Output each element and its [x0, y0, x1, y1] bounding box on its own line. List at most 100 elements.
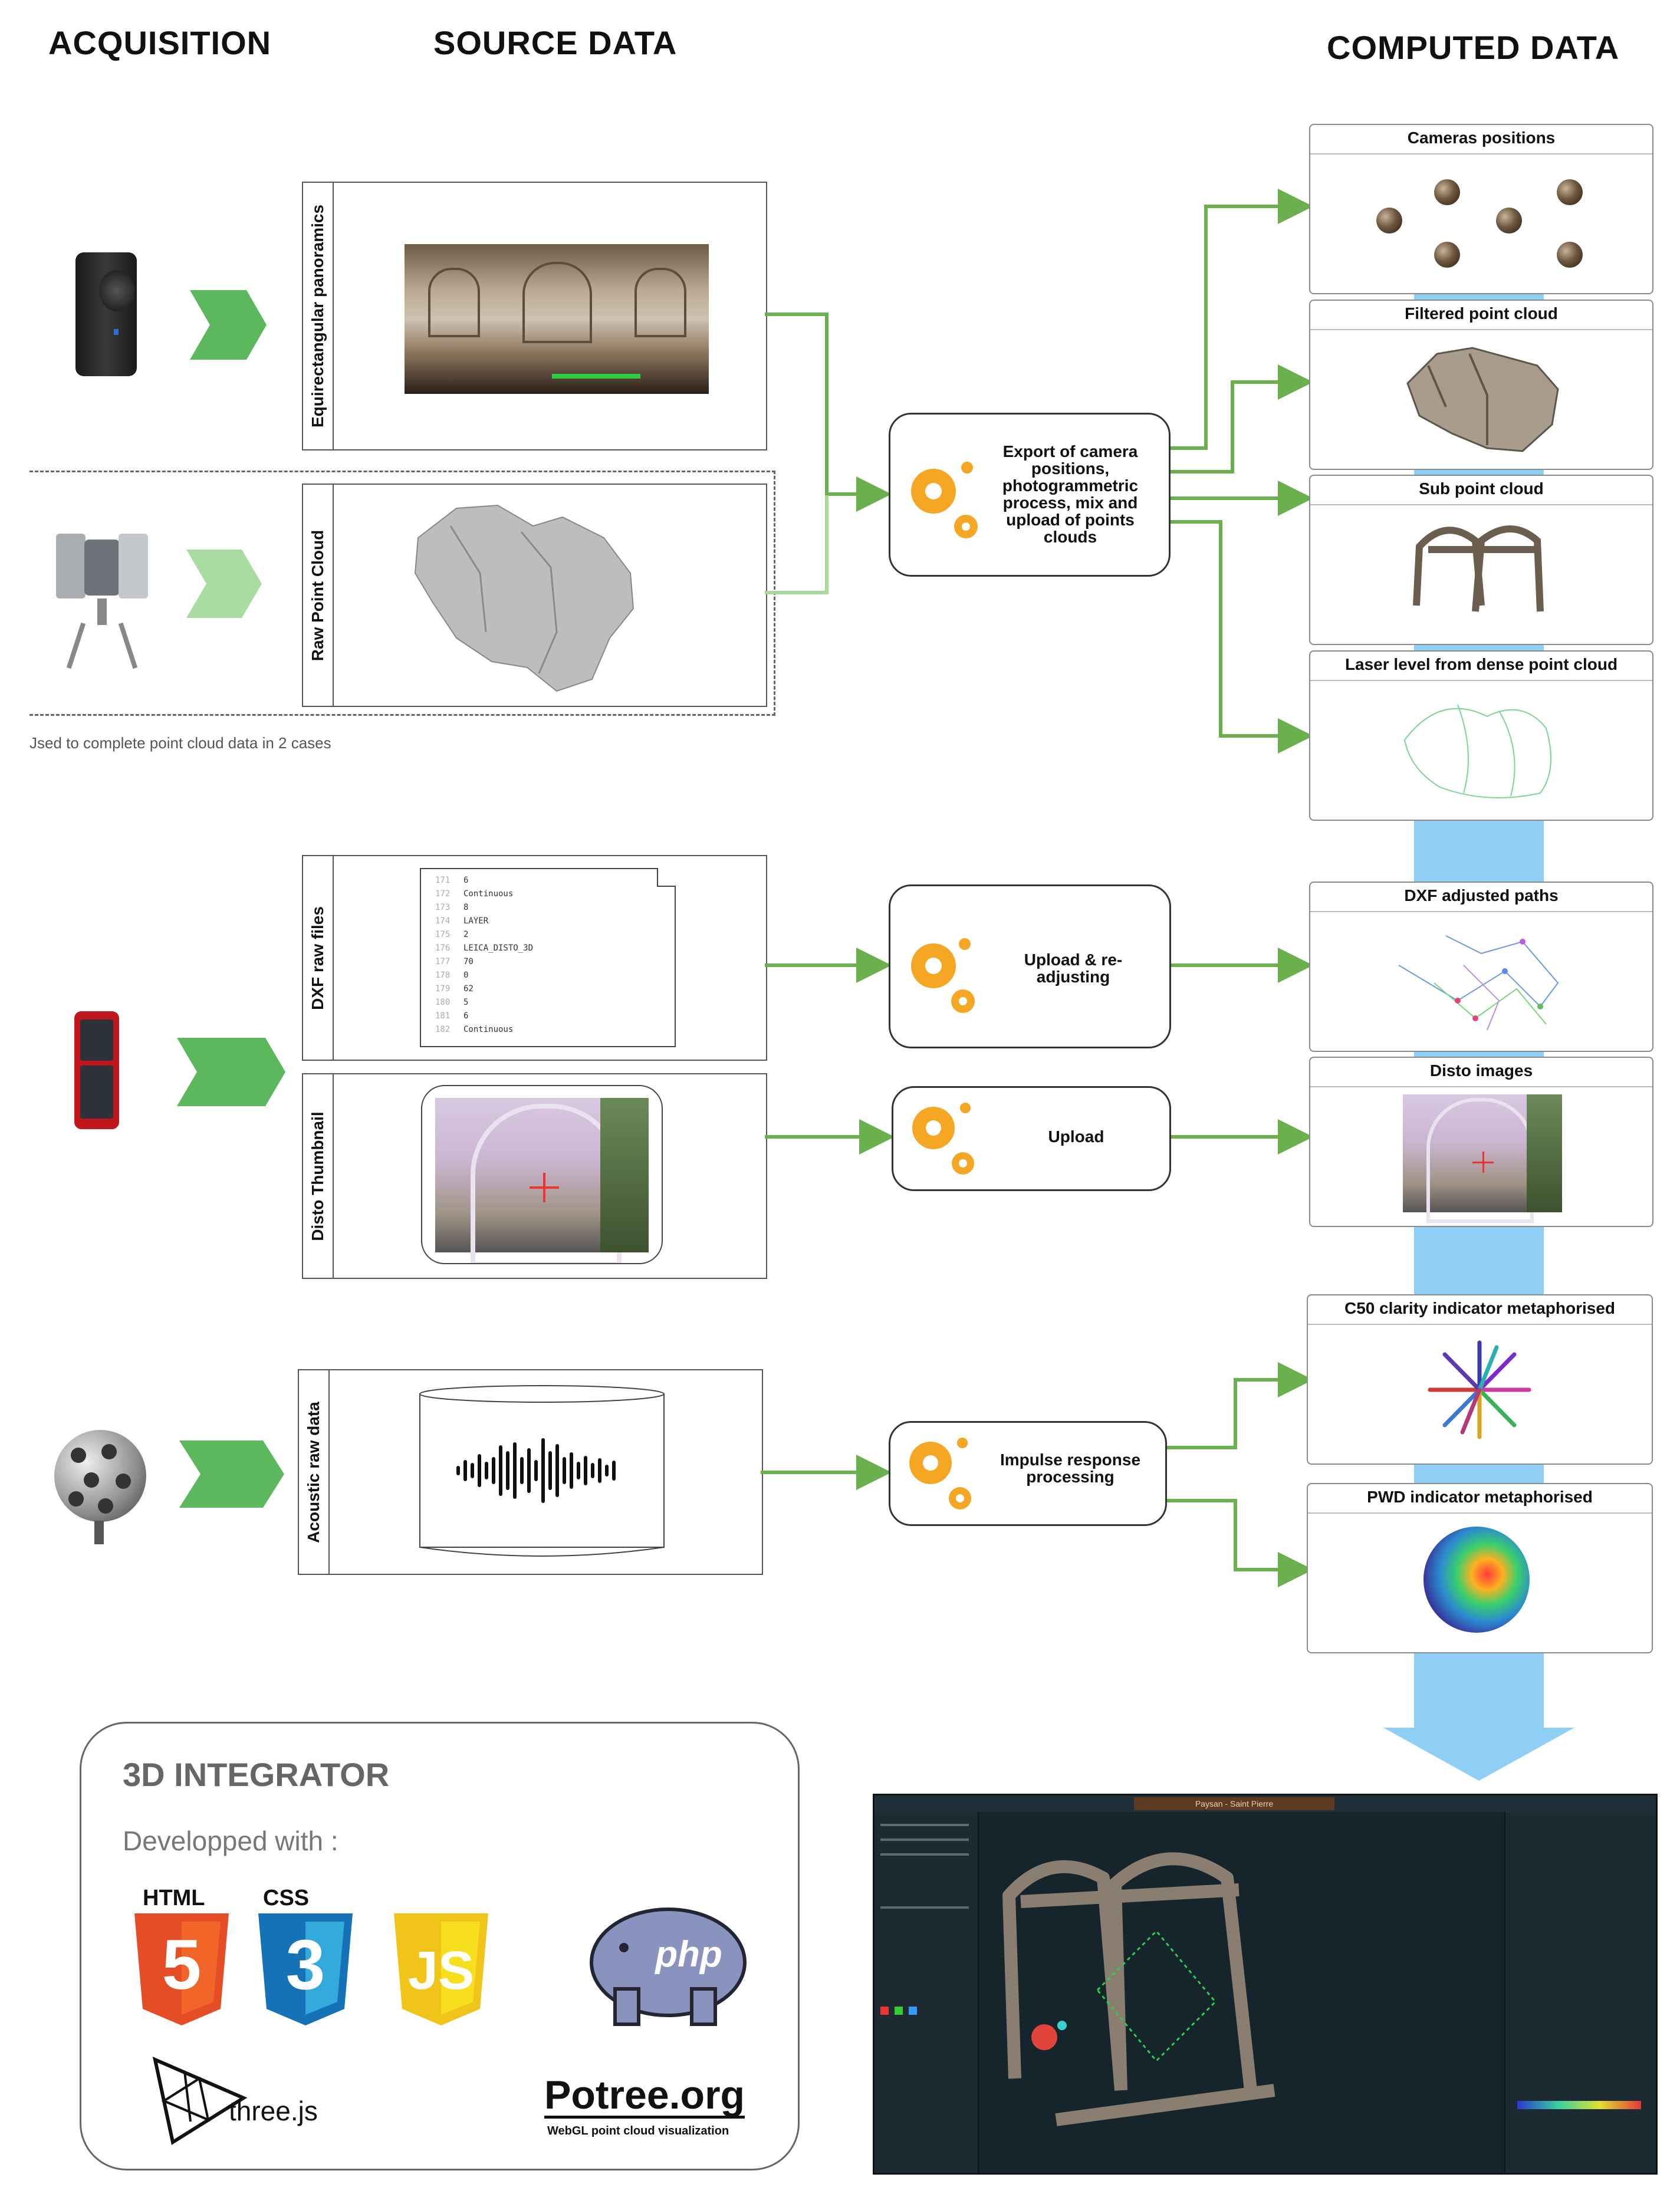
dxf-line-value: 6: [463, 876, 469, 885]
potree-subtitle: WebGL point cloud visualization: [547, 2124, 729, 2137]
potree-viewer-screenshot: Paysan - Saint Pierre: [873, 1794, 1658, 2175]
dxf-line-number: 172: [435, 889, 451, 899]
dxf-line-number: 177: [435, 957, 451, 966]
process-impulse: Impulse response processing: [889, 1421, 1167, 1526]
integrator-title: 3D INTEGRATOR: [123, 1756, 390, 1793]
gears-icon: [909, 1438, 971, 1509]
dxf-line-number: 174: [435, 916, 451, 926]
svg-text:3: 3: [286, 1925, 326, 2004]
viewer-left-sidebar[interactable]: [874, 1812, 979, 2173]
viewer-right-sidebar[interactable]: [1504, 1812, 1656, 2173]
svg-text:5: 5: [162, 1925, 202, 2004]
dxf-line-value: LEICA_DISTO_3D: [463, 943, 534, 953]
process-upload: Upload: [892, 1086, 1171, 1191]
process-export: Export of camera positions, photogrammet…: [889, 413, 1171, 577]
dxf-line-value: 2: [463, 930, 469, 939]
output-dxf-paths: DXF adjusted paths: [1309, 882, 1653, 1052]
dxf-paths-image: [1398, 935, 1559, 1031]
output-pwd-indicator: PWD indicator metaphorised: [1307, 1483, 1653, 1653]
output-title: Filtered point cloud: [1405, 304, 1558, 323]
dxf-line-number: 176: [435, 943, 451, 953]
php-elephant-icon: php: [590, 1908, 747, 2026]
viewer-3d-scene[interactable]: [979, 1813, 1504, 2167]
dxf-line-value: 6: [463, 1011, 469, 1021]
pwd-sphere-image: [1423, 1527, 1530, 1633]
source-box-acoustic: Acoustic raw data: [298, 1369, 763, 1575]
dxf-file-line: 174 LAYER: [435, 915, 533, 928]
output-title: Cameras positions: [1407, 129, 1556, 147]
output-c50-indicator: C50 clarity indicator metaphorised: [1307, 1294, 1653, 1465]
dxf-line-number: 178: [435, 971, 451, 980]
panoramics-label: Equirectangular panoramics: [308, 204, 327, 428]
dxf-line-value: Continuous: [463, 889, 514, 899]
threejs-label: three.js: [229, 2096, 318, 2126]
camera-position-marker: [1434, 179, 1460, 205]
camera-360-icon: [75, 252, 137, 376]
camera-position-marker: [1496, 208, 1522, 234]
acquisition-header: ACQUISITION: [48, 24, 272, 61]
disto-thumbnail-label: Disto Thumbnail: [308, 1111, 327, 1241]
computed-data-header: COMPUTED DATA: [1327, 29, 1620, 66]
dxf-line-number: 181: [435, 1011, 451, 1021]
filtered-cloud-image: [1406, 347, 1559, 452]
integrator-panel: 3D INTEGRATOR Developped with : HTML 5 C…: [80, 1722, 800, 2170]
gears-icon: [911, 462, 978, 538]
disto-thumbnail-image: [421, 1085, 663, 1264]
dxf-file-line: 172 Continuous: [435, 887, 533, 901]
chevron-arrow-panoramics: [190, 290, 267, 360]
process-upload-readjust: Upload & re-adjusting: [889, 884, 1171, 1048]
dxf-raw-label: DXF raw files: [308, 906, 327, 1010]
output-laser-level: Laser level from dense point cloud: [1309, 650, 1653, 821]
dxf-file-line: 176 LEICA_DISTO_3D: [435, 942, 533, 955]
dxf-line-value: 8: [463, 903, 469, 912]
output-filtered-point-cloud: Filtered point cloud: [1309, 300, 1653, 470]
camera-position-marker: [1376, 208, 1402, 234]
raw-point-cloud-image: [414, 504, 634, 692]
c50-sphere-image: [1428, 1340, 1531, 1439]
process-upload-text: Upload: [1048, 1127, 1104, 1146]
viewer-title: Paysan - Saint Pierre: [1134, 1797, 1334, 1810]
optional-note: Jsed to complete point cloud data in 2 c…: [29, 734, 331, 752]
source-box-raw-point-cloud: Raw Point Cloud: [302, 484, 767, 707]
css3-icon: 3: [258, 1913, 353, 2025]
chevron-arrow-disto: [177, 1038, 285, 1106]
dxf-line-value: 5: [463, 998, 469, 1007]
dxf-file-line: 177 70: [435, 955, 533, 969]
output-title: DXF adjusted paths: [1404, 886, 1559, 905]
laser-level-image: [1403, 704, 1551, 798]
dxf-line-value: Continuous: [463, 1025, 514, 1034]
html5-icon: 5: [134, 1913, 229, 2025]
disto-device-icon: [74, 1011, 119, 1129]
output-title: C50 clarity indicator metaphorised: [1344, 1299, 1616, 1317]
camera-position-marker: [1557, 242, 1583, 268]
output-cameras-positions: Cameras positions: [1309, 124, 1653, 294]
css-logo-label: CSS: [263, 1886, 310, 1910]
gears-icon: [912, 1103, 974, 1175]
dxf-line-number: 173: [435, 903, 451, 912]
threejs-icon: [152, 2056, 248, 2145]
source-data-header: SOURCE DATA: [433, 24, 678, 61]
dxf-line-value: 0: [463, 971, 469, 980]
source-box-disto: Disto Thumbnail: [302, 1073, 767, 1279]
dxf-line-number: 182: [435, 1025, 451, 1034]
dxf-line-value: 70: [463, 957, 474, 966]
camera-position-marker: [1434, 242, 1460, 268]
dxf-line-value: 62: [463, 984, 474, 994]
waveform-icon: [456, 1438, 616, 1503]
disto-image-thumb: [1403, 1094, 1562, 1223]
panoramic-image: [405, 244, 709, 394]
spherical-microphone-icon: [54, 1430, 146, 1544]
dxf-line-number: 180: [435, 998, 451, 1007]
dxf-line-value: LAYER: [463, 916, 489, 926]
process-upload-readjust-text: Upload & re-adjusting: [1024, 951, 1123, 986]
svg-text:JS: JS: [408, 1941, 475, 2001]
output-title: Disto images: [1429, 1061, 1533, 1080]
